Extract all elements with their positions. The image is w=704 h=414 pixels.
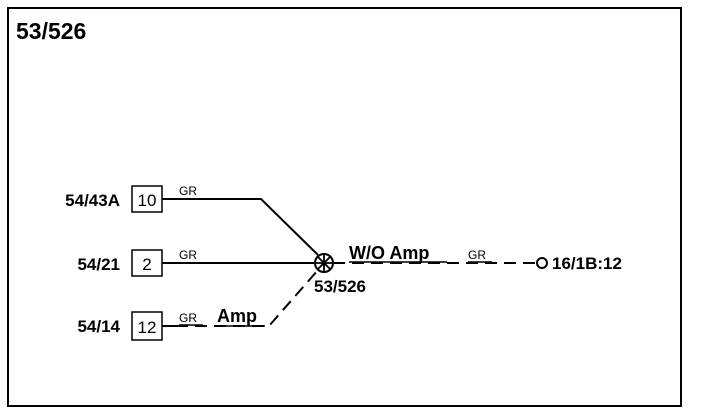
wire-line — [162, 198, 319, 256]
connector-54-21: 54/21 2 — [77, 249, 163, 277]
wire-2: GR — [162, 248, 314, 264]
wire-color-label: GR — [179, 248, 197, 262]
connector-label: 54/14 — [77, 317, 120, 336]
splice-53-526: 53/526 — [314, 253, 366, 296]
pin-box — [131, 249, 163, 277]
diagram-title: 53/526 — [16, 18, 86, 44]
terminal-circle-icon — [536, 257, 548, 269]
wire-color-label: GR — [468, 248, 486, 262]
pin-number: 12 — [138, 318, 157, 337]
wire-1: GR — [162, 184, 319, 256]
option-label: Amp — [217, 306, 257, 326]
pin-number: 10 — [138, 191, 157, 210]
wire-color-label: GR — [179, 311, 197, 325]
connector-label: 54/21 — [77, 255, 120, 274]
pin-number: 2 — [142, 255, 151, 274]
connector-54-14: 54/14 12 — [77, 311, 163, 341]
connector-54-43a: 54/43A 10 — [65, 185, 163, 213]
diagram-frame — [7, 7, 682, 407]
splice-label: 53/526 — [314, 277, 366, 296]
pin-box — [131, 185, 163, 213]
connector-label: 54/43A — [65, 191, 120, 210]
pin-box — [131, 311, 163, 341]
destination-label: 16/1B:12 — [552, 254, 622, 273]
wire-3: GR Amp — [162, 269, 319, 327]
option-label: W/O Amp — [349, 243, 429, 263]
wire-color-label: GR — [179, 184, 197, 198]
output-wire: W/O Amp GR 16/1B:12 — [333, 243, 622, 273]
wire-line-dashed — [176, 269, 319, 327]
splice-icon — [314, 253, 334, 273]
